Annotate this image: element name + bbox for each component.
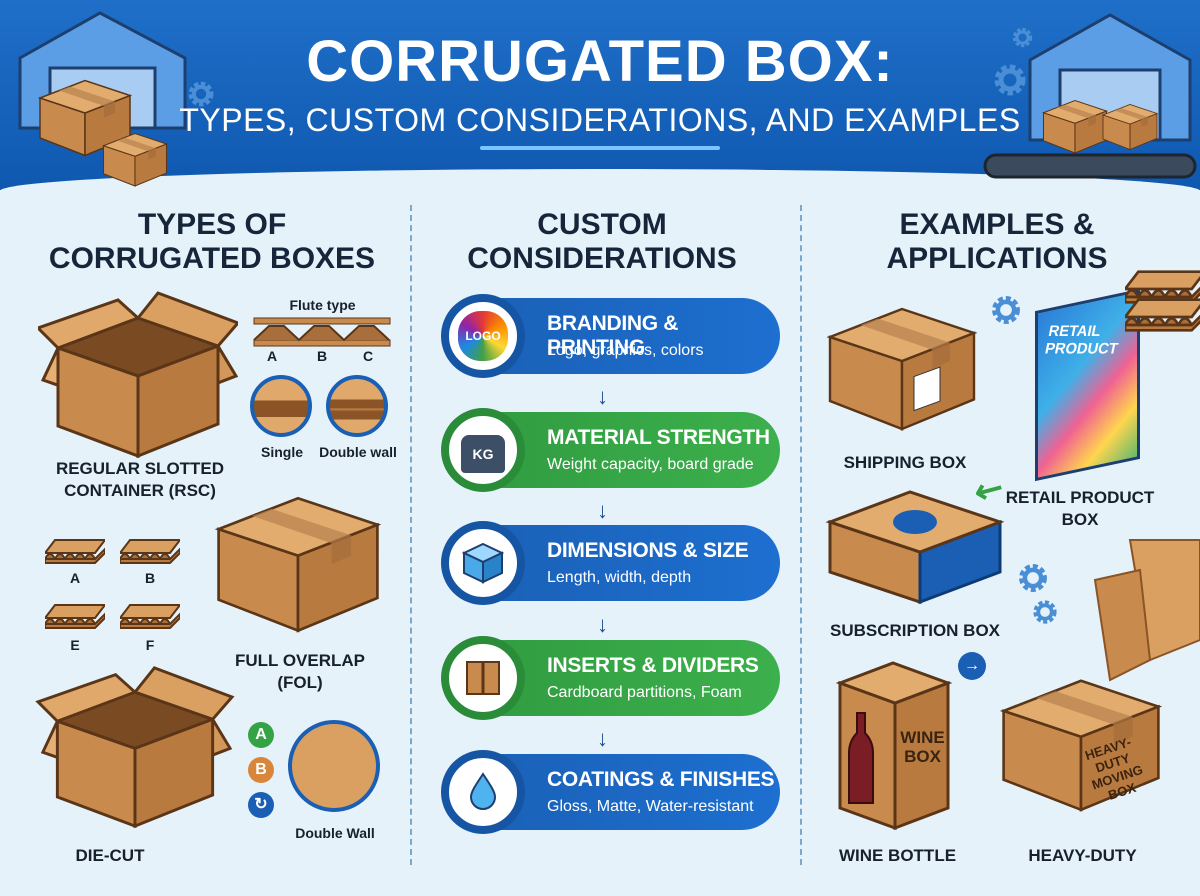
arrow-down-icon: ↓: [597, 726, 608, 751]
consideration-title: COATINGS & FINISHES: [547, 768, 775, 791]
wine-bottle-label: WINE BOTTLE: [838, 846, 957, 865]
logo-icon: LOGO: [441, 294, 525, 378]
cube-icon: [441, 521, 525, 605]
badge-a: A: [248, 722, 274, 748]
arrow-right-icon: →: [958, 652, 986, 680]
double-wall-label: Double wall: [319, 444, 397, 460]
double-wall-detail-label: Double Wall: [295, 825, 375, 841]
single-wall-circle: [250, 375, 312, 437]
shipping-box-label: SHIPPING BOX: [843, 453, 967, 472]
consideration-subtitle: Gloss, Matte, Water-resistant: [547, 798, 754, 815]
die-cut-label: DIE-CUT: [75, 846, 145, 865]
water-drop-icon: [441, 750, 525, 834]
arrow-down-icon: ↓: [597, 384, 608, 409]
consideration-material-strength: KG MATERIAL STRENGTH Weight capacity, bo…: [441, 408, 780, 492]
consideration-subtitle: Length, width, depth: [547, 569, 692, 586]
consideration-subtitle: Logo, graphics, colors: [547, 342, 704, 359]
double-wall-circle: [326, 375, 388, 437]
heavy-duty-label: HEAVY-DUTY: [1028, 846, 1137, 865]
main-title: CORRUGATED BOX:: [306, 29, 894, 94]
rsc-box-image: [38, 291, 238, 458]
sample-letter-a: A: [69, 570, 81, 586]
sample-letter-b: B: [144, 570, 156, 586]
consideration-dimensions: DIMENSIONS & SIZE Length, width, depth: [441, 521, 780, 605]
warehouse-conveyor-illustration-right: [983, 13, 1197, 179]
weight-icon: KG: [441, 408, 525, 492]
consideration-inserts: INSERTS & DIVIDERS Cardboard partitions,…: [441, 636, 780, 720]
column-divider: [800, 205, 802, 865]
main-subtitle: TYPES, CUSTOM CONSIDERATIONS, AND EXAMPL…: [179, 102, 1021, 138]
arrow-down-icon: ↓: [597, 498, 608, 523]
gear-icon: [1015, 560, 1051, 596]
flute-profile-image: [253, 317, 391, 347]
examples-heading: EXAMPLES &APPLICATIONS: [886, 208, 1108, 275]
flute-sample-e: [45, 604, 105, 629]
sample-letter-f: F: [145, 637, 155, 653]
wine-box-image: [835, 661, 953, 831]
flute-letter-c: C: [362, 348, 374, 364]
consideration-subtitle: Cardboard partitions, Foam: [547, 684, 742, 701]
header-banner: [0, 0, 1200, 191]
consideration-coatings: COATINGS & FINISHES Gloss, Matte, Water-…: [441, 750, 780, 834]
die-cut-box-image: [36, 666, 234, 828]
flute-letter-b: B: [316, 348, 328, 364]
gear-icon: [988, 292, 1024, 328]
shipping-box-image: [828, 307, 976, 431]
title-underline: [480, 146, 720, 150]
flute-sample-b: [120, 539, 180, 564]
single-wall-label: Single: [260, 444, 303, 460]
cardboard-sheets-decoration: [1125, 270, 1200, 332]
subscription-box-label: SUBSCRIPTION BOX: [829, 621, 1001, 640]
flute-type-label: Flute type: [289, 297, 356, 313]
divider-icon: [441, 636, 525, 720]
wine-box-text: WINE BOX: [900, 728, 945, 766]
consideration-title: MATERIAL STRENGTH: [547, 426, 770, 449]
fol-label: FULL OVERLAP(FOL): [234, 651, 366, 692]
fol-box-image: [217, 496, 379, 632]
consideration-title: DIMENSIONS & SIZE: [547, 539, 749, 562]
sample-letter-e: E: [70, 637, 80, 653]
consideration-subtitle: Weight capacity, board grade: [547, 456, 754, 473]
consideration-branding: LOGO BRANDING & PRINTING Logo, graphics,…: [441, 294, 780, 378]
arrow-down-icon: ↓: [597, 612, 608, 637]
flute-letter-a: A: [266, 348, 278, 364]
flute-sample-a: [45, 539, 105, 564]
warehouse-illustration-left: [18, 11, 220, 187]
consideration-title: BRANDING & PRINTING: [547, 312, 679, 359]
cardboard-pieces-decoration: [1093, 539, 1200, 682]
consideration-title: INSERTS & DIVIDERS: [547, 654, 759, 677]
flute-sample-f: [120, 604, 180, 629]
gear-icon: [1030, 597, 1060, 627]
subscription-box-image: [825, 490, 1005, 605]
badge-b: B: [248, 757, 274, 783]
refresh-badge-icon: ↻: [248, 792, 274, 818]
double-wall-detail-circle: [288, 720, 380, 812]
column-divider: [410, 205, 412, 865]
